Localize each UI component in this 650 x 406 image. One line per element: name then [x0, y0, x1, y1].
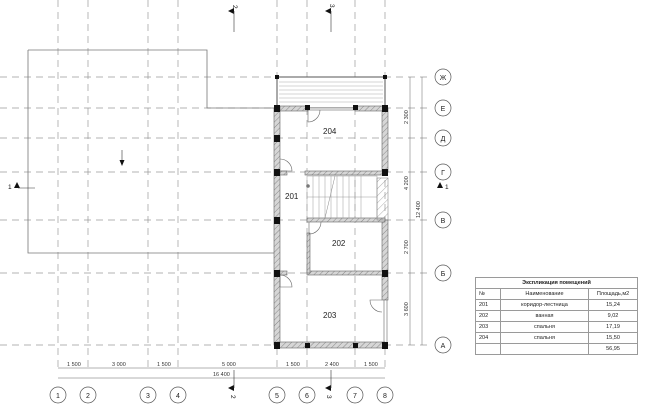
svg-text:3 600: 3 600 — [404, 302, 410, 316]
header-area: Площадь,м2 — [588, 288, 638, 300]
svg-text:4 200: 4 200 — [404, 176, 410, 190]
svg-text:12 400: 12 400 — [416, 201, 422, 218]
header-number: № — [475, 288, 501, 300]
svg-text:4: 4 — [176, 393, 180, 400]
slope-arrow-icon — [119, 150, 125, 166]
svg-text:3: 3 — [146, 393, 150, 400]
doors — [279, 109, 383, 313]
svg-text:Е: Е — [441, 106, 446, 113]
svg-text:2: 2 — [229, 395, 236, 399]
svg-text:2 700: 2 700 — [404, 240, 410, 254]
dimension-right — [409, 77, 423, 345]
columns — [274, 75, 388, 349]
table-row-total: 56,95 — [475, 343, 638, 355]
svg-text:7: 7 — [353, 393, 357, 400]
svg-text:2: 2 — [231, 5, 238, 9]
header-name: Наименование — [500, 288, 589, 300]
svg-text:1 500: 1 500 — [286, 362, 300, 368]
svg-text:1: 1 — [445, 184, 449, 191]
svg-text:Г: Г — [441, 170, 445, 177]
svg-text:3 000: 3 000 — [112, 362, 126, 368]
table-row: 201 коридор-лестница 15,24 — [475, 299, 638, 311]
section-mark-1: 1 1 — [8, 182, 449, 191]
svg-text:Ж: Ж — [440, 75, 447, 82]
table-row: 203 спальня 17,19 — [475, 321, 638, 333]
svg-text:5 000: 5 000 — [222, 362, 236, 368]
svg-text:1: 1 — [56, 393, 60, 400]
room-204: 204 — [323, 127, 337, 136]
room-202: 202 — [332, 239, 346, 248]
dimension-bottom — [58, 367, 385, 379]
svg-text:16 400: 16 400 — [213, 372, 230, 378]
room-201: 201 — [285, 192, 299, 201]
svg-text:2: 2 — [86, 393, 90, 400]
svg-text:2 400: 2 400 — [325, 362, 339, 368]
room-numbers: 201 202 203 204 — [285, 127, 346, 320]
balcony — [276, 76, 386, 109]
schedule-header-row: № Наименование Площадь,м2 — [475, 288, 638, 300]
svg-text:6: 6 — [305, 393, 309, 400]
axis-bubbles-bottom — [49, 386, 394, 404]
svg-text:1 500: 1 500 — [67, 362, 81, 368]
svg-text:5: 5 — [275, 393, 279, 400]
table-row: 202 ванная 9,02 — [475, 310, 638, 322]
staircase — [306, 175, 389, 221]
svg-text:3: 3 — [328, 4, 335, 8]
svg-text:3: 3 — [325, 395, 332, 399]
schedule-title: Экспликация помещений — [475, 277, 638, 289]
svg-text:1 500: 1 500 — [157, 362, 171, 368]
table-row: 204 спальня 15,50 — [475, 332, 638, 344]
svg-text:1: 1 — [8, 184, 12, 191]
room-schedule-table: Экспликация помещений № Наименование Пло… — [475, 277, 638, 355]
svg-text:2 300: 2 300 — [404, 110, 410, 124]
svg-text:В: В — [441, 218, 446, 225]
lower-roof-outline — [28, 49, 277, 109]
grid-axes-horizontal — [0, 76, 432, 346]
section-mark-2: 2 2 — [228, 5, 238, 399]
total-area: 56,95 — [588, 343, 638, 355]
section-mark-3: 3 3 — [325, 4, 335, 399]
svg-text:8: 8 — [383, 393, 387, 400]
room-203: 203 — [323, 311, 337, 320]
svg-text:Д: Д — [441, 136, 446, 143]
svg-text:А: А — [441, 343, 446, 350]
axis-bubbles-right — [434, 68, 452, 354]
svg-text:Б: Б — [441, 271, 446, 278]
svg-text:1 500: 1 500 — [364, 362, 378, 368]
